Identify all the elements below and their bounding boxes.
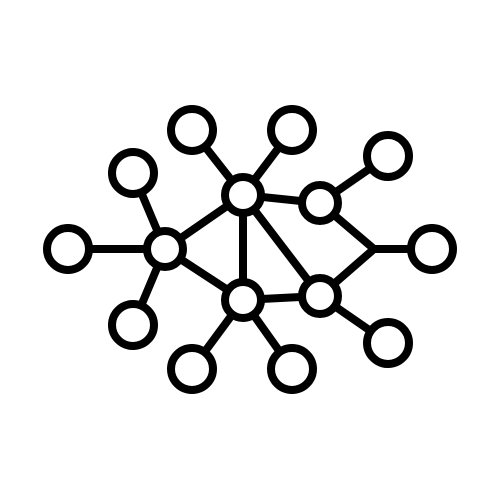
lower-right-outer-node	[363, 318, 413, 368]
network-nodes	[43, 105, 457, 394]
right-top-node	[298, 181, 342, 225]
bottom-right-outer-node	[267, 344, 317, 394]
right-bottom-node	[298, 274, 342, 318]
top-left-outer-node	[167, 105, 217, 155]
bottom-left-outer-node	[167, 344, 217, 394]
bottom-middle-node	[221, 278, 265, 322]
center-top-node	[221, 173, 265, 217]
top-right-outer-node	[267, 105, 317, 155]
upper-left-outer-node	[108, 148, 158, 198]
lower-left-outer-node	[108, 300, 158, 350]
far-left-outer-node	[43, 224, 93, 274]
far-right-outer-node	[407, 224, 457, 274]
left-hub-node	[143, 227, 187, 271]
upper-right-outer-node	[363, 131, 413, 181]
